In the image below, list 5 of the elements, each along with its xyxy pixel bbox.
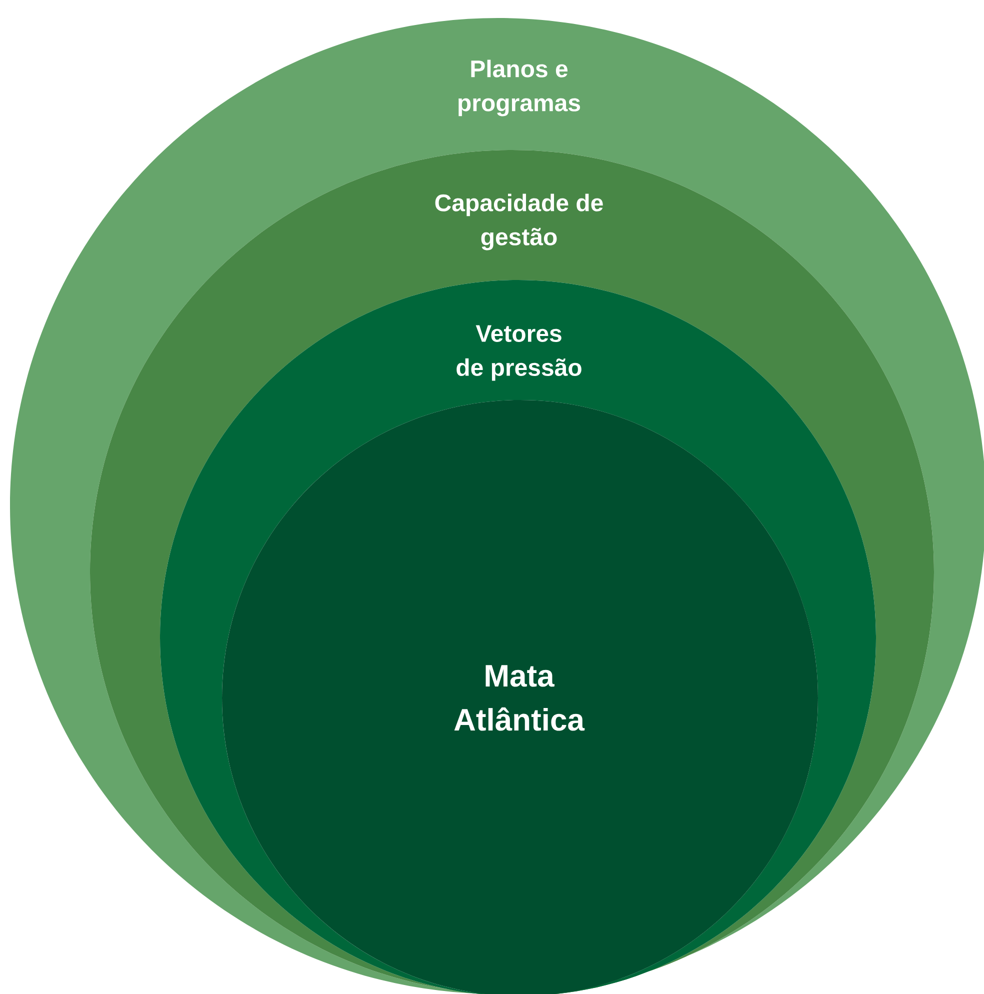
band-label: Mata Atlântica <box>454 665 585 731</box>
circle-band <box>222 400 818 994</box>
band-label: Planos e programas <box>458 60 580 116</box>
band-label: Capacidade de gestão <box>435 194 603 250</box>
band-label: Vetores de pressão <box>456 325 582 381</box>
